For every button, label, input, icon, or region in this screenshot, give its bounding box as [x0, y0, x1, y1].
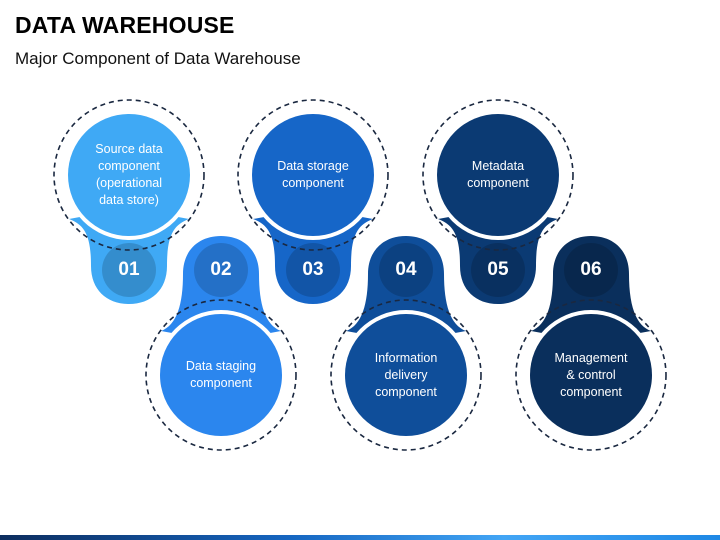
component-label-line: component	[190, 376, 252, 390]
number-circle	[471, 243, 525, 297]
main-circle	[437, 114, 559, 236]
component-04	[330, 236, 482, 451]
component-label-line: data store)	[99, 193, 159, 207]
component-label-line: & control	[566, 367, 616, 382]
component-label-line: Source data	[95, 142, 163, 156]
component-label-line: component	[282, 176, 344, 190]
dashed-ring	[515, 299, 667, 451]
number-circle	[286, 243, 340, 297]
main-circle	[530, 314, 652, 436]
main-circle	[160, 314, 282, 436]
component-05	[422, 99, 574, 304]
component-label: Management & control component	[536, 330, 646, 420]
number-circle	[102, 243, 156, 297]
dashed-ring	[145, 299, 297, 451]
connector-shape	[161, 236, 281, 342]
component-label-line: component	[467, 176, 529, 190]
component-number: 05	[487, 259, 509, 280]
component-label-line: Data storage	[277, 159, 349, 173]
component-label-line: delivery	[384, 367, 428, 382]
component-02	[145, 236, 297, 451]
number-circle	[379, 243, 433, 297]
main-circle	[345, 314, 467, 436]
component-label-line: Information	[374, 350, 438, 365]
dashed-ring	[237, 99, 389, 251]
component-label: Information delivery component	[351, 330, 461, 420]
component-06	[515, 236, 667, 451]
component-label-line: Management	[554, 350, 628, 365]
connector-shape	[346, 236, 466, 342]
main-circle	[68, 114, 190, 236]
component-label: Data storage component	[258, 130, 368, 220]
component-03	[237, 99, 389, 304]
number-circle	[564, 243, 618, 297]
component-label-line: Data staging	[185, 359, 257, 373]
component-number: 01	[118, 259, 140, 280]
component-number: 04	[395, 259, 417, 280]
number-circle	[194, 243, 248, 297]
component-number: 02	[210, 259, 232, 280]
main-circle	[252, 114, 374, 236]
dashed-ring	[330, 299, 482, 451]
component-number: 06	[580, 259, 602, 280]
page-title: DATA WAREHOUSE	[15, 12, 235, 38]
connector-shape	[531, 236, 651, 342]
component-label: Data staging component	[166, 330, 276, 420]
component-label-line: (operational	[95, 176, 162, 190]
component-label: Source data component (operational data sto…	[74, 130, 184, 220]
component-label-line: Metadata	[471, 159, 525, 173]
component-01	[53, 99, 205, 304]
component-label-line: component	[560, 384, 622, 399]
component-label-line: component	[375, 384, 437, 399]
footer-bar	[0, 535, 720, 540]
dashed-ring	[53, 99, 205, 251]
component-number: 03	[302, 259, 324, 280]
component-label-line: component	[98, 159, 160, 173]
page-subtitle: Major Component of Data Warehouse	[15, 49, 301, 68]
dashed-ring	[422, 99, 574, 251]
component-label: Metadata component	[443, 130, 553, 220]
